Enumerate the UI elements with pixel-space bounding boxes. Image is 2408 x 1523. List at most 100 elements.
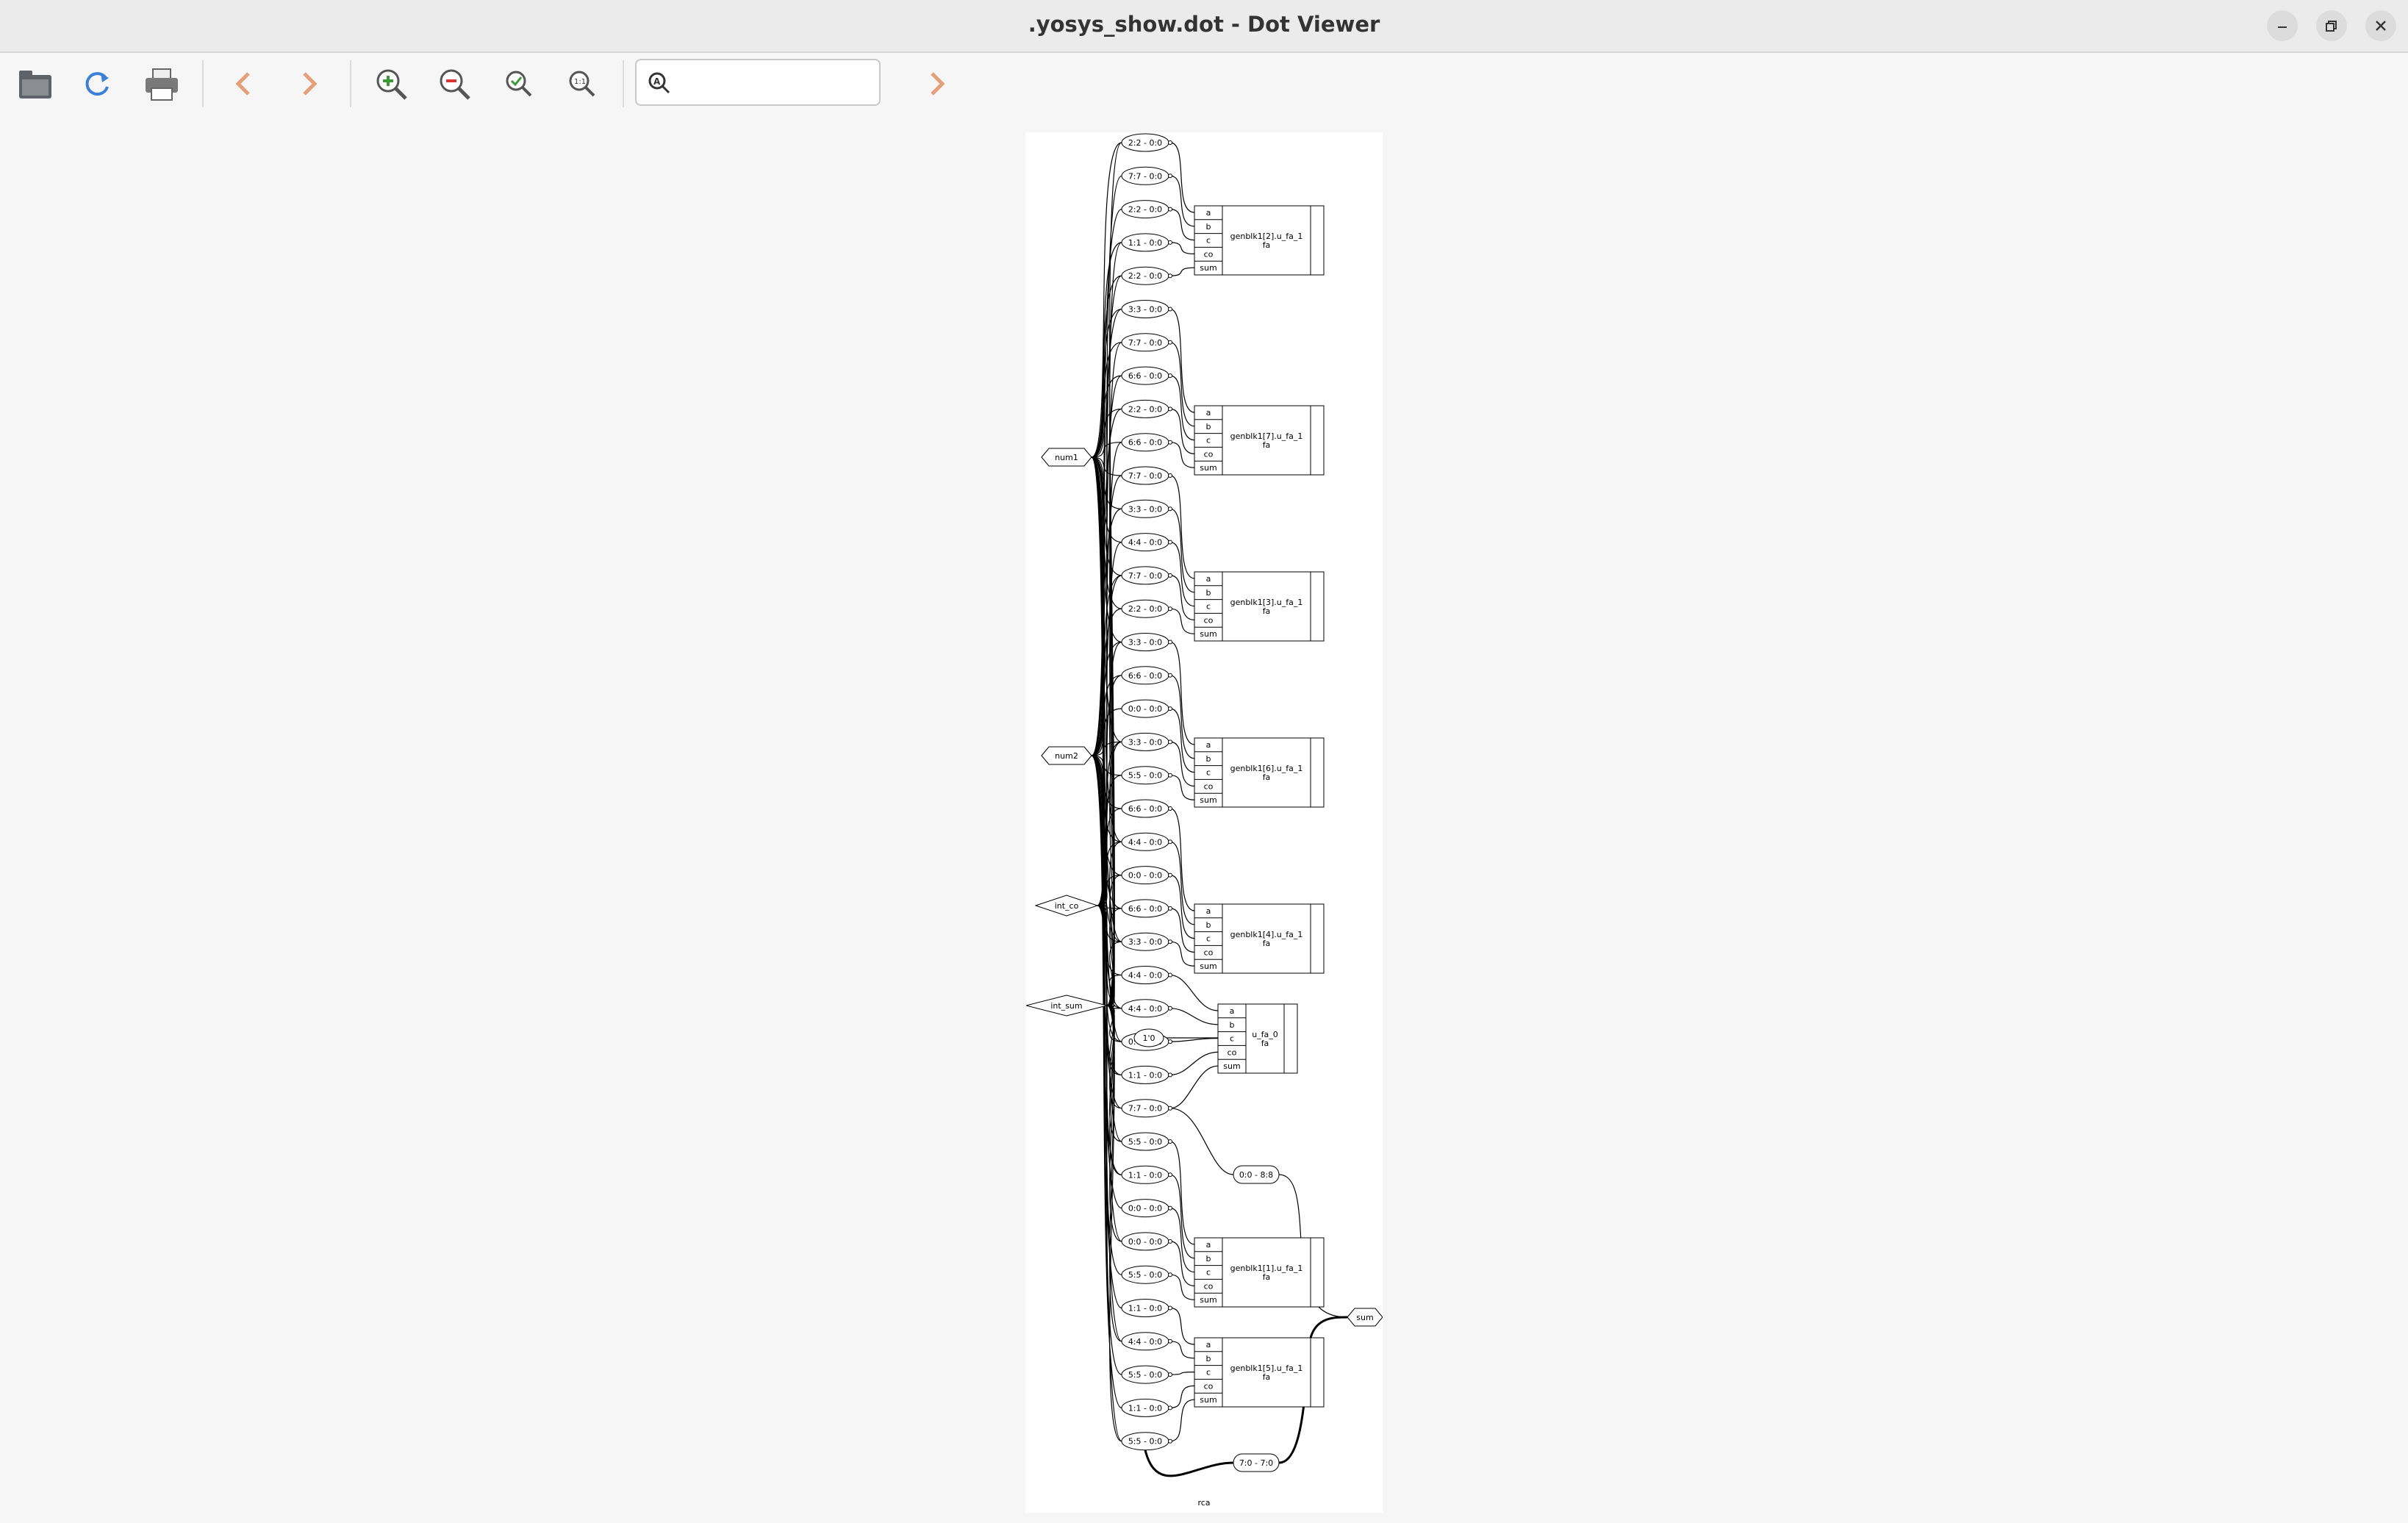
- graph-edge: [1169, 841, 1195, 925]
- slice-label: 1:1 - 0:0: [1128, 1403, 1162, 1413]
- concat-node-top[interactable]: [1233, 1165, 1280, 1184]
- output-sum[interactable]: [1347, 1308, 1383, 1327]
- fa-port-co: co: [1204, 781, 1214, 791]
- zoom-fit-button[interactable]: [497, 62, 541, 106]
- graph-edge: [1169, 508, 1195, 593]
- slice-label: 0:0 - 0:0: [1128, 704, 1162, 714]
- maximize-button[interactable]: [2316, 10, 2347, 41]
- fa-port-co: co: [1204, 947, 1214, 957]
- close-button[interactable]: [2365, 10, 2396, 41]
- slice-port: [1168, 273, 1172, 279]
- graph-edge: [1169, 1341, 1195, 1359]
- fa-port-sum: sum: [1200, 1295, 1216, 1305]
- slice-label: 2:2 - 0:0: [1128, 138, 1162, 148]
- zoom-100-icon: 1:1: [569, 71, 595, 97]
- slice-port: [1168, 506, 1172, 512]
- graph-edge: [1106, 1005, 1122, 1342]
- slice-label: 2:2 - 0:0: [1128, 404, 1162, 414]
- graph-edge: [1091, 342, 1122, 458]
- zoom-out-button[interactable]: [432, 62, 476, 106]
- graph-edge: [1106, 841, 1122, 1006]
- graph-edge: [1169, 908, 1195, 953]
- concat-node-bottom-label: 7:0 - 7:0: [1239, 1458, 1273, 1468]
- graph-edge: [1169, 1208, 1195, 1273]
- zoom-out-icon: [440, 69, 470, 100]
- slice-port: [1168, 1239, 1172, 1244]
- reload-button[interactable]: [75, 62, 119, 106]
- slice-port: [1168, 573, 1172, 578]
- back-button[interactable]: [222, 62, 266, 106]
- slice-label: 3:3 - 0:0: [1128, 937, 1162, 947]
- graph-edge: [1091, 242, 1122, 458]
- graph-canvas[interactable]: 2:2 - 0:0 7:7 - 0:0 2:2 - 0:0 1:1 - 0:0 2:2 …: [1025, 132, 1383, 1513]
- graph-edge: [1106, 875, 1122, 1006]
- reload-icon: [85, 72, 109, 96]
- graph-edge: [1169, 442, 1195, 468]
- concat-node-top-label: 0:0 - 8:8: [1239, 1170, 1273, 1180]
- graph-edge: [1169, 941, 1195, 967]
- slice-port: [1168, 173, 1172, 179]
- slice-label: 5:5 - 0:0: [1128, 1137, 1162, 1147]
- slice-port: [1168, 972, 1172, 978]
- fa-port-co: co: [1228, 1047, 1237, 1057]
- wire-int-co-label: int_co: [1055, 901, 1079, 911]
- slice-port: [1168, 440, 1172, 445]
- fa-port-sum: sum: [1200, 795, 1216, 805]
- graph-edge: [1169, 1051, 1219, 1075]
- minimize-button[interactable]: [2267, 10, 2298, 41]
- graph-edge: [1169, 808, 1195, 911]
- find-next-button[interactable]: [914, 62, 958, 106]
- fa-port-co: co: [1204, 1381, 1214, 1391]
- slice-label: 2:2 - 0:0: [1128, 271, 1162, 281]
- open-button[interactable]: [13, 62, 57, 106]
- fa-port-a: a: [1206, 1240, 1211, 1250]
- concat-node-bottom[interactable]: [1233, 1453, 1280, 1472]
- fa-port-c: c: [1206, 436, 1211, 445]
- forward-button[interactable]: [287, 62, 331, 106]
- fa-port-c: c: [1206, 236, 1211, 246]
- wire-int-co[interactable]: [1034, 895, 1099, 917]
- print-button[interactable]: [140, 62, 184, 106]
- fa-port-c: c: [1206, 768, 1211, 778]
- zoom-in-button[interactable]: [369, 62, 413, 106]
- graph-drawing[interactable]: 2:2 - 0:0 7:7 - 0:0 2:2 - 0:0 1:1 - 0:0 2:2 …: [1025, 132, 1383, 1513]
- svg-text:A: A: [653, 76, 661, 87]
- slice-port: [1168, 373, 1172, 379]
- slice-label: 5:5 - 0:0: [1128, 1437, 1162, 1447]
- input-num1-label: num1: [1055, 453, 1078, 462]
- graph-edge: [1169, 741, 1195, 786]
- graph-edge: [1106, 741, 1122, 1006]
- search-box[interactable]: A: [635, 59, 881, 106]
- graph-edge: [1169, 475, 1195, 579]
- slice-port: [1168, 406, 1172, 412]
- graph-edge: [1169, 675, 1195, 759]
- slice-port: [1168, 773, 1172, 778]
- fa-port-b: b: [1206, 1254, 1211, 1264]
- slice-label: 7:7 - 0:0: [1128, 171, 1162, 181]
- graph-edge: [1106, 641, 1122, 1006]
- slice-label: 2:2 - 0:0: [1128, 604, 1162, 614]
- slice-label: 1:1 - 0:0: [1128, 1170, 1162, 1180]
- slice-label: 5:5 - 0:0: [1128, 1270, 1162, 1280]
- graph-edge: [1106, 542, 1122, 1006]
- fa-cell-box: [1194, 903, 1325, 974]
- zoom-100-button[interactable]: 1:1: [560, 62, 604, 106]
- input-num2[interactable]: [1041, 746, 1092, 765]
- chevron-left-icon: [235, 72, 250, 96]
- slice-port: [1168, 1305, 1172, 1311]
- input-num1[interactable]: [1041, 448, 1092, 467]
- search-input[interactable]: [679, 68, 873, 98]
- slice-port: [1168, 1339, 1172, 1344]
- wire-int-sum[interactable]: [1025, 995, 1108, 1017]
- graph-edge: [1091, 375, 1122, 458]
- graph-edge: [1106, 908, 1122, 1006]
- graph-edge: [1169, 408, 1195, 454]
